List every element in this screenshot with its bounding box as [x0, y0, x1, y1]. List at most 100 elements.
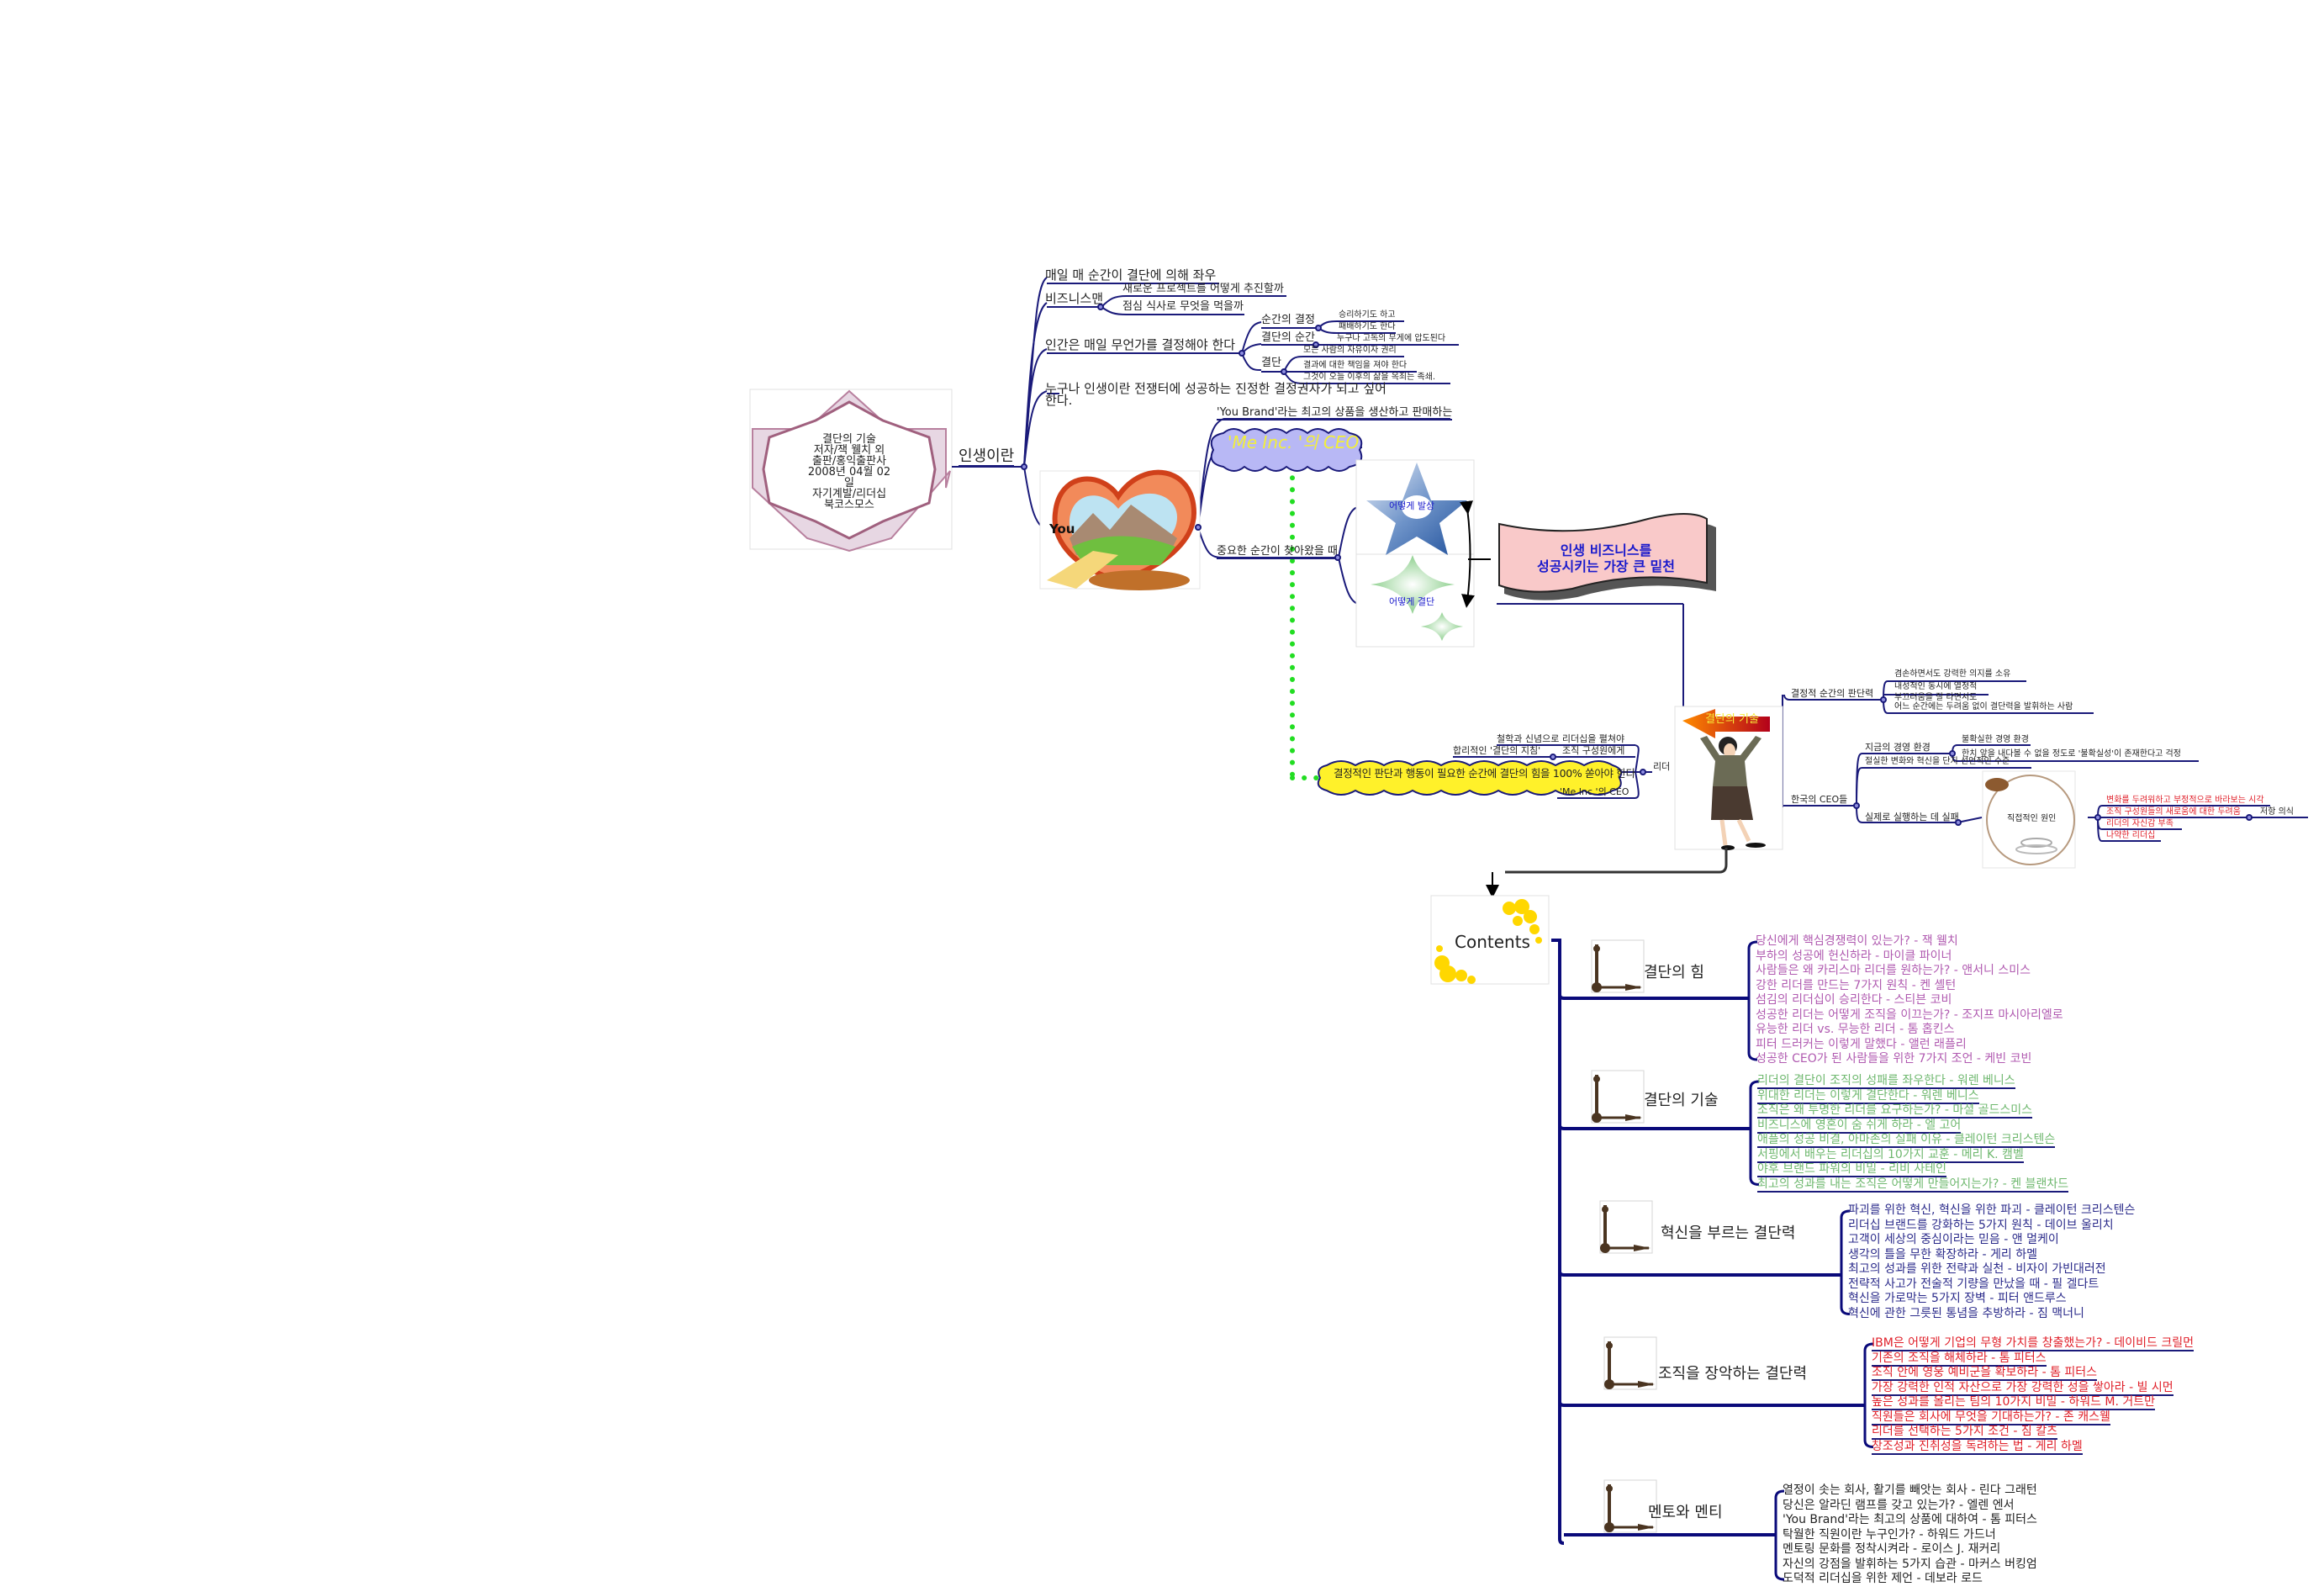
section-item[interactable]: 직원들은 회사에 무엇을 기대하는가? - 존 캐스웰 — [1872, 1410, 2110, 1425]
node-introvert[interactable]: 내성적인 동시에 열정적 — [1894, 682, 1978, 691]
moment-decision-dot[interactable] — [1315, 325, 1322, 331]
node-you-brand[interactable]: 'You Brand'라는 최고의 상품을 생산하고 판매하는 — [1217, 406, 1453, 420]
node-cause-confidence[interactable]: 리더의 자신감 부족 — [2106, 819, 2173, 828]
node-members[interactable]: 조직 구성원에게 — [1562, 745, 1625, 758]
section-item[interactable]: 도덕적 리더십을 위한 제언 - 데보라 로드 — [1783, 1572, 1983, 1585]
node-lose[interactable]: 패배하기도 한다 — [1339, 322, 1396, 331]
leader-dot[interactable] — [1640, 769, 1646, 775]
diamond-label[interactable]: 어떻게 결단 — [1389, 596, 1435, 607]
section-title[interactable]: 조직을 장악하는 결단력 — [1658, 1365, 1808, 1383]
node-lunch[interactable]: 점심 식사로 무엇을 먹을까 — [1122, 300, 1244, 313]
section-item[interactable]: 조직 안에 영웅 예비군을 확보하라 - 톰 피터스 — [1872, 1366, 2098, 1381]
korean-ceo-dot[interactable] — [1853, 802, 1860, 809]
section-item[interactable]: 서핑에서 배우는 리더십의 10가지 교훈 - 메리 K. 캠벨 — [1757, 1147, 2024, 1163]
section-item[interactable]: 야후 브랜드 파워의 비밀 - 리비 사테인 — [1757, 1162, 1946, 1177]
section-item[interactable]: 혁신에 관한 그릇된 통념을 추방하라 - 짐 맥너니 — [1848, 1306, 2084, 1320]
node-loneliness[interactable]: 누구나 고독의 무게에 압도된다 — [1337, 334, 1446, 343]
section-item[interactable]: 파괴를 위한 혁신, 혁신을 위한 파괴 - 클레이턴 크리스텐슨 — [1848, 1203, 2136, 1217]
star-label[interactable]: 어떻게 발상 — [1389, 500, 1435, 511]
important-moment-dot[interactable] — [1334, 554, 1341, 561]
node-win[interactable]: 승리하기도 하고 — [1339, 310, 1396, 320]
node-uncertainty-worry[interactable]: 한치 앞을 내다볼 수 없을 정도로 '불확실성'이 존재한다고 걱정 — [1962, 749, 2181, 759]
section-item[interactable]: 위대한 리더는 이렇게 결단한다 - 워렌 베니스 — [1757, 1088, 1979, 1104]
node-rational-guide[interactable]: 합리적인 '결단의 지침' — [1453, 745, 1541, 758]
section-item[interactable]: 부하의 성공에 헌신하라 - 마이클 파이너 — [1756, 949, 1952, 963]
node-everyone[interactable]: 누구나 인생이란 전쟁터에 성공하는 진정한 결정권자가 되고 싶어한다. — [1045, 381, 1386, 408]
fail-dot[interactable] — [1955, 819, 1962, 826]
node-uncertain[interactable]: 불확실한 경영 환경 — [1962, 735, 2029, 744]
section-title[interactable]: 결단의 힘 — [1644, 964, 1704, 981]
section-title[interactable]: 혁신을 부르는 결단력 — [1661, 1224, 1796, 1242]
node-philosophy[interactable]: 철학과 신념으로 리더십을 펼쳐야 — [1497, 733, 1625, 746]
node-yellow-cloud-text[interactable]: 결정적인 판단과 행동이 필요한 순간에 결단의 힘을 100% 쏟아야 한다 — [1334, 767, 1635, 780]
section-item[interactable]: 리더를 선택하는 5가지 조건 - 짐 칼츠 — [1872, 1425, 2057, 1440]
node-freedom[interactable]: 모든 사람의 자유이자 권리 — [1303, 346, 1397, 355]
node-declarative[interactable]: 절실한 변화와 혁신을 단지 선언적인 수준 — [1865, 757, 2010, 766]
section-item[interactable]: 탁월한 직원이란 누구인가? - 하워드 가드너 — [1783, 1527, 1996, 1542]
node-judgment[interactable]: 결정적 순간의 판단력 — [1791, 688, 1874, 701]
node-direct-cause[interactable]: 직접적인 원인 — [2007, 814, 2057, 823]
section-item[interactable]: 성공한 리더는 어떻게 조직을 이끄는가? - 조지프 마시아리엘로 — [1756, 1008, 2063, 1022]
node-businessman[interactable]: 비즈니스맨 — [1045, 291, 1104, 306]
section-title[interactable]: 결단의 기술 — [1644, 1092, 1719, 1109]
node-resistance[interactable]: 저항 의식 — [2260, 807, 2294, 817]
section-item[interactable]: 리더십 브랜드를 강화하는 5가지 원칙 - 데이브 울리치 — [1848, 1218, 2114, 1232]
environment-dot[interactable] — [1949, 750, 1956, 757]
section-item[interactable]: 당신은 알라딘 램프를 갖고 있는가? - 엘렌 엔서 — [1783, 1498, 2015, 1512]
node-leader[interactable]: 리더 — [1653, 761, 1671, 772]
you-label[interactable]: You — [1049, 521, 1075, 537]
node-korean-ceo[interactable]: 한국의 CEO들 — [1791, 794, 1848, 807]
node-fail[interactable]: 실제로 실행하는 데 실패 — [1865, 812, 1959, 822]
node-moment-decision[interactable]: 순간의 결정 — [1261, 314, 1315, 326]
section-item[interactable]: 피터 드러커는 이렇게 말했다 - 앨런 래플리 — [1756, 1037, 1967, 1051]
node-cause-members-fear[interactable]: 조직 구성원들의 새로움에 대한 두려움 — [2106, 807, 2241, 817]
node-important-moment[interactable]: 중요한 순간이 찾아왔을 때 — [1217, 545, 1338, 559]
resistance-dot[interactable] — [2246, 814, 2253, 821]
section-item[interactable]: 섬김의 리더십이 승리한다 - 스티븐 코비 — [1756, 993, 1952, 1007]
section-item[interactable]: 비즈니스에 영혼이 숨 쉬게 하라 - 엘 고어 — [1757, 1118, 1962, 1134]
rational-dot[interactable] — [1550, 754, 1556, 760]
node-me-inc-cloud-text[interactable]: 'Me Inc. '의 CEO — [1228, 432, 1360, 452]
moment-of-decision-dot[interactable] — [1313, 341, 1319, 348]
section-item[interactable]: 조직은 왜 투명한 리더를 요구하는가? - 마셜 골드스미스 — [1757, 1103, 2032, 1119]
node-environment[interactable]: 지금의 경영 환경 — [1865, 742, 1931, 753]
decision-dot[interactable] — [1281, 368, 1287, 375]
section-item[interactable]: 생각의 틀을 무한 확장하라 - 게리 하멜 — [1848, 1247, 2037, 1261]
section-item[interactable]: 애플의 성공 비결, 아마존의 실패 이유 - 클레이턴 크리스텐슨 — [1757, 1133, 2056, 1148]
node-new-project[interactable]: 새로운 프로젝트를 어떻게 추진할까 — [1122, 283, 1284, 295]
node-daily-moment[interactable]: 매일 매 순간이 결단에 의해 좌우 — [1045, 267, 1217, 283]
node-cause-weak[interactable]: 나약한 리더십 — [2106, 831, 2156, 840]
you-dot[interactable] — [1195, 524, 1202, 531]
root-label[interactable]: 인생이란 — [959, 447, 1015, 467]
node-fearless[interactable]: 어느 순간에는 두려움 없이 결단력을 발휘하는 사람 — [1894, 702, 2073, 711]
section-item[interactable]: 리더의 결단이 조직의 성패를 좌우한다 - 워렌 베니스 — [1757, 1074, 2015, 1089]
section-item[interactable]: 전략적 사고가 전술적 기량을 만났을 때 - 필 겔다트 — [1848, 1277, 2100, 1291]
section-item[interactable]: 강한 리더를 만드는 7가지 원칙 - 켄 셸턴 — [1756, 978, 1957, 992]
node-responsibility[interactable]: 결과에 대한 책임을 져야 한다 — [1303, 361, 1408, 370]
section-item[interactable]: 기존의 조직을 해체하라 - 톰 피터스 — [1872, 1351, 2047, 1367]
node-human-decide[interactable]: 인간은 매일 무언가를 결정해야 한다 — [1045, 337, 1236, 352]
section-item[interactable]: 고객이 세상의 중심이라는 믿음 - 앤 멀케이 — [1848, 1233, 2059, 1246]
section-item[interactable]: 유능한 리더 vs. 무능한 리더 - 톰 홉킨스 — [1756, 1023, 1955, 1036]
section-item[interactable]: 멘토링 문화를 정착시켜라 - 로이스 J. 재커리 — [1783, 1542, 2001, 1556]
cause-dot[interactable] — [2094, 814, 2101, 821]
node-shy[interactable]: 부끄러움을 잘 타면서도 — [1894, 693, 1978, 702]
section-item[interactable]: 당신에게 핵심경쟁력이 있는가? - 잭 웰치 — [1756, 934, 1958, 948]
businessman-dot[interactable] — [1097, 304, 1104, 310]
contents-title[interactable]: Contents — [1455, 932, 1530, 952]
section-item[interactable]: 'You Brand'라는 최고의 상품에 대하여 - 톰 피터스 — [1783, 1513, 2037, 1526]
section-item[interactable]: 자신의 강점을 발휘하는 5가지 습관 - 마커스 버킹엄 — [1783, 1557, 2037, 1571]
node-me-inc-ceo[interactable]: 'Me Inc.'의 CEO — [1560, 786, 1629, 799]
section-item[interactable]: 높은 성과를 올리는 팀의 10가지 비밀 - 하워드 M. 거트만 — [1872, 1395, 2156, 1410]
section-item[interactable]: 사람들은 왜 카리스마 리더를 원하는가? - 앤서니 스미스 — [1756, 964, 2031, 977]
section-item[interactable]: 성공한 CEO가 된 사람들을 위한 7가지 조언 - 케빈 코빈 — [1756, 1052, 2032, 1066]
node-moment-of-decision[interactable]: 결단의 순간 — [1261, 331, 1315, 344]
section-item[interactable]: 열정이 솟는 회사, 활기를 빼앗는 회사 - 린다 그래턴 — [1783, 1484, 2037, 1497]
node-humble[interactable]: 겸손하면서도 강력한 의지를 소유 — [1894, 669, 2011, 679]
section-item[interactable]: 최고의 성과를 위한 전략과 실천 - 비자이 가빈대러전 — [1848, 1262, 2106, 1276]
node-shackle[interactable]: 그것이 오늘 이후의 삶을 옥죄는 족쇄. — [1303, 373, 1436, 382]
section-item[interactable]: 가장 강력한 인적 자산으로 가장 강력한 성을 쌓아라 - 빌 시먼 — [1872, 1380, 2173, 1396]
section-item[interactable]: IBM은 어떻게 기업의 무형 가치를 창출했는가? - 데이비드 크릴먼 — [1872, 1336, 2195, 1351]
section-item[interactable]: 최고의 성과를 내는 조직은 어떻게 만들어지는가? - 켄 블랜차드 — [1757, 1177, 2069, 1193]
human-decide-dot[interactable] — [1239, 350, 1245, 357]
